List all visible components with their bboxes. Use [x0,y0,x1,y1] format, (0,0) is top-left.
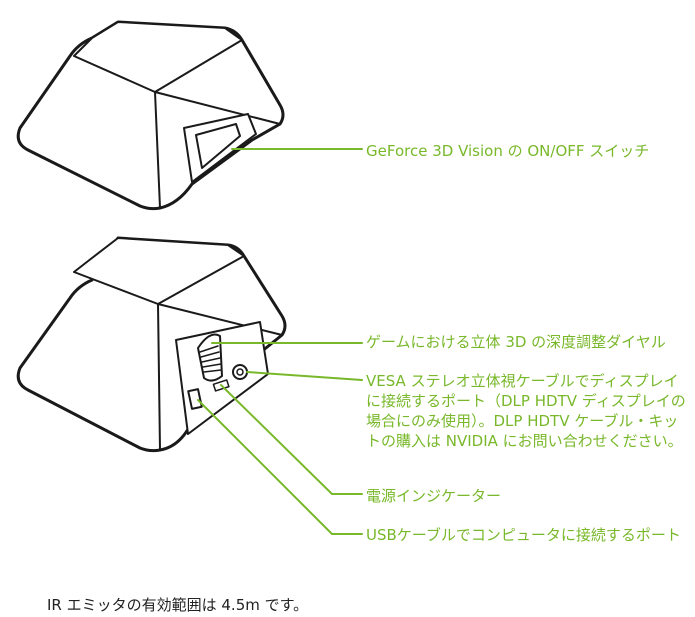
depth-dial-ridges [199,345,222,373]
leader-usb-port [197,399,363,535]
emitter-top-view [16,20,285,211]
callout-power-indicator: 電源インジケーター [366,487,502,505]
footnote: IR エミッタの有効範囲は 4.5m です。 [47,596,309,614]
callout-usb-port: USBケーブルでコンピュータに接続するポート [366,526,681,544]
vesa-port-inner [236,368,244,376]
leader-lines [197,148,363,535]
callout-vesa-port: VESA ステレオ立体視ケーブルでディスプレイに接続するポート（DLP HDTV… [366,372,686,450]
emitter-top-edges [154,91,281,209]
switch-icon [195,123,241,169]
usb-port-icon [187,388,203,410]
emitter-bottom-view [16,236,287,453]
leader-power-indicator [220,384,363,495]
callout-switch: GeForce 3D Vision の ON/OFF スイッチ [366,142,650,160]
callout-depth-dial: ゲームにおける立体 3D の深度調整ダイヤル [366,333,666,351]
leader-vesa-port [246,371,363,381]
